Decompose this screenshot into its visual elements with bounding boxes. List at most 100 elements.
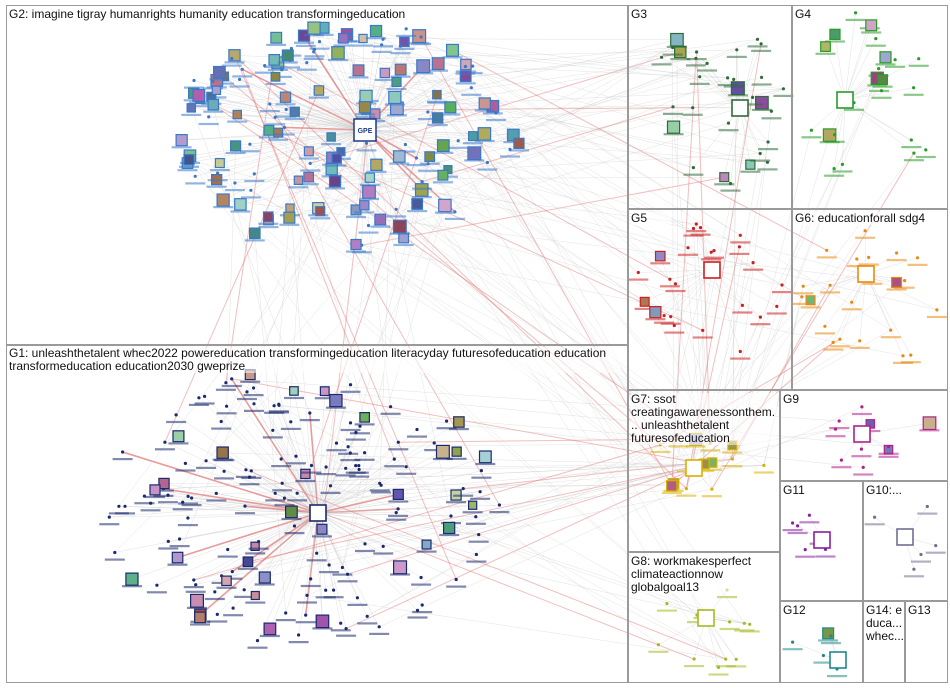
g3-node-label-mark [723, 85, 744, 88]
g2-avatar-node [192, 88, 206, 102]
g1-node [334, 441, 339, 445]
g4-node-label-mark [861, 31, 882, 34]
g1-node-label-mark [357, 622, 378, 625]
g1-node [242, 588, 246, 592]
g1-edge [227, 512, 319, 550]
g2-node-label-mark [207, 179, 228, 182]
g1-node [415, 427, 419, 432]
g6-node-label-mark [829, 345, 850, 348]
g1-node-label-mark [340, 459, 361, 462]
g12-node-label-mark [820, 642, 841, 645]
g10-node-label-mark [864, 523, 885, 526]
g5-node-label-mark [660, 322, 681, 325]
g3-node [705, 61, 709, 65]
g2-node-label-mark [433, 151, 454, 154]
intergroup-edge [164, 90, 320, 443]
g5-node-label-mark [730, 357, 751, 360]
g1-edge [298, 512, 319, 636]
g1-node [194, 583, 198, 587]
g5-edge [711, 269, 777, 307]
g3-node [769, 109, 774, 113]
g1-node-label-mark [325, 406, 346, 409]
g2-node-label-mark [356, 149, 377, 152]
g1-node-label-mark [206, 499, 227, 502]
g1-node [282, 496, 287, 500]
g5-node [668, 277, 672, 281]
g1-node-label-mark [388, 500, 409, 503]
g2-avatar-node [437, 169, 449, 181]
g5-node-label-mark [678, 253, 698, 256]
g1-node [305, 593, 309, 598]
g1-node [339, 621, 343, 625]
g1-node-label-mark [216, 412, 237, 415]
g6-node-label-mark [841, 308, 862, 311]
intergroup-edge [306, 595, 726, 660]
g4-node-label-mark [875, 63, 896, 66]
g1-node-label-mark [146, 591, 167, 594]
g1-node [219, 419, 223, 424]
g3-node-label-mark [666, 45, 687, 48]
g8-node [656, 643, 661, 647]
g3-node [781, 87, 786, 91]
g1-edge [257, 512, 319, 641]
g2-avatar-node [350, 238, 362, 251]
group-g12-box [780, 601, 863, 683]
g6-node [858, 339, 862, 343]
g5-edge [638, 269, 713, 273]
g12-node [791, 640, 795, 644]
g1-node-label-mark [412, 611, 433, 614]
g2-avatar-node [459, 70, 472, 83]
intergroup-edge [251, 465, 764, 472]
g1-node-label-mark [187, 606, 207, 609]
node-layer: GPE [99, 11, 947, 678]
intergroup-edge [345, 463, 705, 630]
g1-avatar-node [258, 571, 271, 584]
g1-edge [317, 512, 457, 580]
g3-node-label-mark [757, 168, 778, 171]
group-g14-label: G14: educa... whec... [866, 603, 905, 643]
g1-avatar-node [319, 386, 330, 397]
g1-node [346, 572, 350, 576]
g2-node-label-mark [355, 113, 375, 116]
g11-node [791, 521, 795, 525]
g2-node [192, 78, 196, 83]
g2-edge [355, 129, 366, 245]
g2-node-label-mark [325, 187, 346, 190]
intergroup-edge [212, 104, 703, 331]
g5-avatar-node [654, 250, 666, 262]
g1-edge [216, 493, 319, 514]
g2-node [348, 32, 352, 37]
g1-node [396, 440, 400, 444]
g3-node-label-mark [682, 113, 703, 116]
g9-node-label-mark [853, 473, 874, 476]
g1-node-label-mark [221, 384, 242, 388]
g1-node-label-mark [272, 489, 293, 492]
g11-node-label-mark [787, 531, 808, 535]
g2-edge [250, 129, 366, 191]
intergroup-edge [695, 152, 915, 440]
g2-node-label-mark [373, 45, 393, 48]
g2-avatar-node [303, 146, 314, 157]
g3-node-label-mark [761, 117, 782, 120]
g2-avatar-node [432, 89, 442, 100]
g3-node-label-mark [662, 53, 683, 56]
g1-node [163, 440, 167, 444]
g2-node [233, 181, 237, 185]
g2-node-label-mark [295, 44, 316, 47]
g3-node [698, 75, 702, 79]
g1-node [284, 611, 288, 615]
g2-node-label-mark [206, 185, 227, 188]
g2-node [494, 111, 498, 115]
g2-avatar-node [234, 198, 247, 211]
g1-node [252, 386, 256, 390]
group-g1-label: G1: unleashthetalent whec2022 powereduca… [9, 347, 621, 373]
g2-node-label-mark [346, 250, 366, 253]
intergroup-edge [319, 41, 743, 306]
g3-node-label-mark [751, 49, 772, 52]
g7-node [684, 487, 689, 491]
g2-node-label-mark [258, 136, 279, 139]
g1-node-label-mark [241, 476, 262, 479]
g2-node-label-mark [328, 59, 348, 62]
g11-hub-node [813, 531, 831, 549]
g1-node-label-mark [446, 457, 467, 460]
